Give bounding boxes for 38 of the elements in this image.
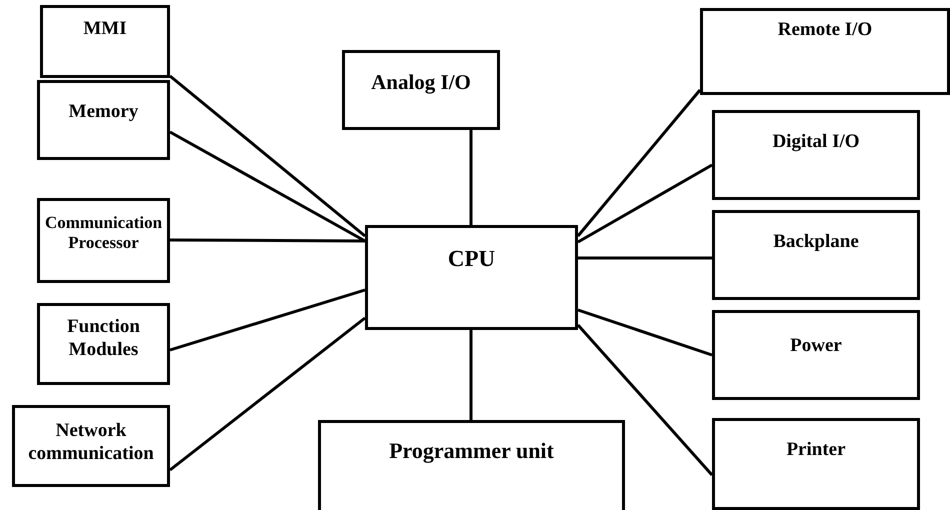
connector-line [576, 324, 714, 476]
connector-line [470, 330, 472, 420]
component-box [712, 210, 920, 300]
connector-line [577, 164, 713, 244]
connector-line [169, 130, 366, 242]
component-box [318, 420, 625, 510]
connector-line [578, 256, 712, 260]
connector-line [169, 74, 366, 238]
box-label: Network communication [27, 420, 155, 466]
box-label: CPU [448, 245, 496, 273]
component-box [342, 50, 500, 130]
box-label: Programmer unit [389, 438, 554, 464]
box-label: MMI [83, 18, 127, 41]
box-label: Analog I/O [371, 70, 471, 96]
connector-line [470, 130, 472, 225]
box-label: Memory [68, 101, 138, 124]
component-box [712, 418, 920, 510]
box-label: Power [790, 335, 842, 358]
box-label: Function Modules [66, 316, 141, 362]
component-box [37, 303, 170, 385]
box-label: Communication Processor [44, 213, 164, 254]
box-label: Remote I/O [778, 19, 872, 42]
component-box [700, 8, 950, 95]
connector-line [170, 288, 366, 352]
component-box [712, 310, 920, 400]
box-label: Printer [786, 439, 846, 462]
component-box [37, 80, 170, 160]
box-label: Digital I/O [772, 131, 860, 154]
box-label: Backplane [773, 231, 859, 254]
component-box [40, 5, 170, 78]
component-box [365, 225, 578, 330]
component-box [712, 110, 920, 200]
component-box [37, 198, 170, 283]
connector-line [578, 308, 712, 356]
connector-line [576, 89, 702, 237]
component-box [12, 405, 170, 487]
connector-line [170, 238, 365, 242]
connector-line [169, 316, 366, 472]
